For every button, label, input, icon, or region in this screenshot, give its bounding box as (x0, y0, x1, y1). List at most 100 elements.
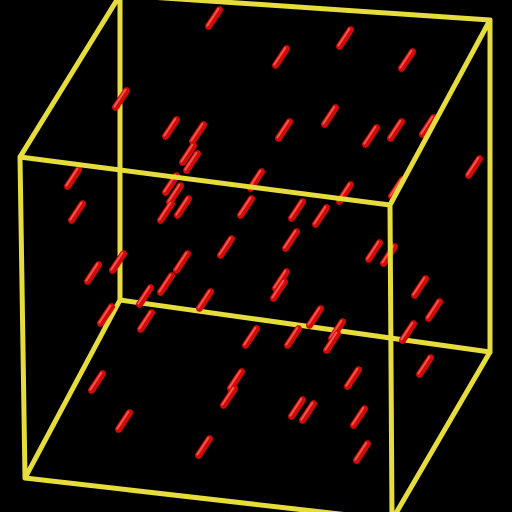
rod-body (419, 114, 437, 138)
rod-particle (195, 435, 213, 459)
rod-body (97, 303, 115, 327)
rod-highlight (158, 201, 172, 221)
rod-body (416, 354, 434, 378)
rod-body (220, 385, 238, 409)
rod-body (115, 409, 133, 433)
rod-body (189, 121, 207, 145)
rod-highlight (116, 410, 130, 430)
box-edge-back-top (156, 0, 493, 23)
rod-particle (220, 385, 238, 409)
rod-highlight (324, 331, 338, 351)
rod-highlight (228, 369, 242, 389)
rod-body (275, 118, 293, 142)
rod-particle (321, 104, 339, 128)
rod-body (272, 45, 290, 69)
rod-body (284, 325, 302, 349)
rod-highlight (271, 279, 285, 299)
rod-particle (162, 116, 180, 140)
rod-highlight (285, 326, 299, 346)
rod-body (465, 155, 483, 179)
rod-particle (275, 118, 293, 142)
rod-highlight (354, 441, 368, 461)
rod-particle (344, 366, 362, 390)
rod-highlight (400, 321, 414, 341)
box-edge-front-right (387, 202, 395, 512)
box-edge-front-top (17, 154, 393, 208)
rod-body (88, 370, 106, 394)
rod-highlight (363, 125, 377, 145)
rod-highlight (337, 27, 351, 47)
rod-highlight (351, 406, 365, 426)
rod-particle (411, 275, 429, 299)
rod-highlight (175, 196, 189, 216)
rod-particle (112, 87, 130, 111)
rod-highlight (98, 304, 112, 324)
rod-highlight (283, 229, 297, 249)
rod-highlight (300, 401, 314, 421)
rod-body (64, 166, 82, 190)
rod-body (387, 118, 405, 142)
rod-highlight (184, 151, 198, 171)
rod-body (137, 309, 155, 333)
rod-body (205, 6, 223, 30)
box-edge-depth-top-right (387, 17, 493, 208)
rod-particle (288, 198, 306, 222)
rod-particle (242, 325, 260, 349)
rod-body (68, 200, 86, 224)
rod-body (217, 235, 235, 259)
rod-body (282, 228, 300, 252)
rod-highlight (417, 355, 431, 375)
rod-body (183, 150, 201, 174)
rod-highlight (218, 236, 232, 256)
rod-highlight (366, 240, 380, 260)
rod-highlight (158, 273, 172, 293)
simulation-box-back-edges (17, 0, 493, 512)
rod-particle (115, 409, 133, 433)
rod-body (288, 198, 306, 222)
rod-body (179, 142, 197, 166)
rod-body (353, 440, 371, 464)
rod-highlight (273, 269, 287, 289)
simulation-box-front-edges (17, 17, 493, 512)
rod-particle (353, 440, 371, 464)
rod-particle (166, 182, 184, 206)
rod-highlight (137, 285, 151, 305)
rod-body (288, 396, 306, 420)
rod-highlight (197, 289, 211, 309)
rod-highlight (345, 367, 359, 387)
rod-body (196, 288, 214, 312)
rod-highlight (85, 262, 99, 282)
rod-body (157, 272, 175, 296)
rod-body (399, 320, 417, 344)
rod-particle (288, 396, 306, 420)
rod-particle (217, 235, 235, 259)
rod-particle (137, 309, 155, 333)
rod-particle (88, 370, 106, 394)
rod-body (174, 195, 192, 219)
rod-particle (425, 298, 443, 322)
rod-particle (174, 195, 192, 219)
rod-highlight (65, 167, 79, 187)
rod-highlight (399, 49, 413, 69)
rod-body (237, 195, 255, 219)
rod-body (136, 284, 154, 308)
rod-body (195, 435, 213, 459)
rod-highlight (163, 117, 177, 137)
rod-particle (312, 204, 330, 228)
rod-particle (157, 200, 175, 224)
rod-particle (419, 114, 437, 138)
rod-highlight (180, 143, 194, 163)
rod-particle (323, 330, 341, 354)
rod-particle (387, 118, 405, 142)
rod-body (227, 368, 245, 392)
rod-highlight (238, 196, 252, 216)
rod-particle (282, 228, 300, 252)
rod-body (109, 250, 127, 274)
rod-particle (365, 239, 383, 263)
rod-highlight (190, 122, 204, 142)
rod-particle (189, 121, 207, 145)
rod-particle (299, 400, 317, 424)
rod-particle (109, 250, 127, 274)
rod-highlight (307, 306, 321, 326)
rod-highlight (412, 276, 426, 296)
